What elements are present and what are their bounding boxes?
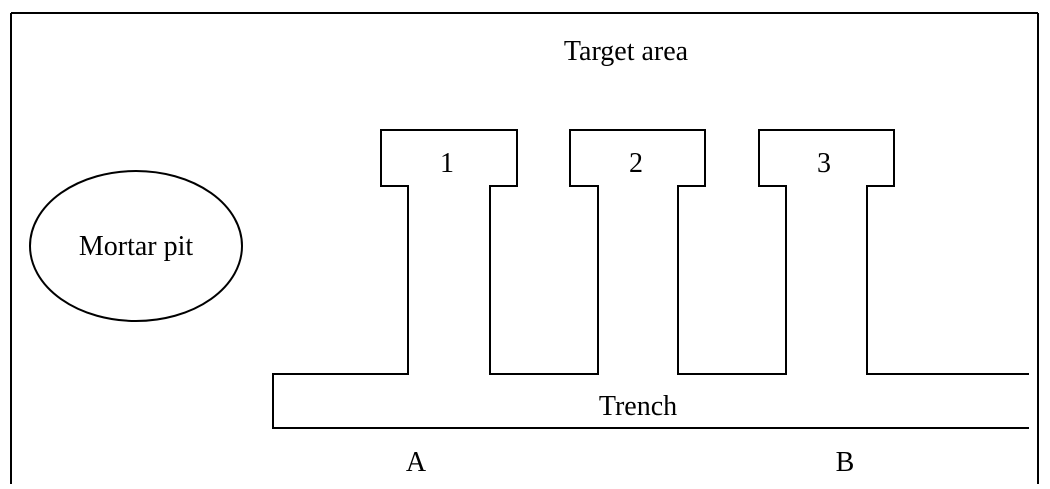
target-area-title: Target area (564, 36, 689, 67)
trench-label: Trench (599, 391, 677, 422)
end-b-label: B (836, 447, 855, 478)
frame-border (10, 12, 1039, 484)
position-2-label: 2 (629, 148, 643, 179)
position-3-label: 3 (817, 148, 831, 179)
position-1-label: 1 (440, 148, 454, 179)
end-a-label: A (406, 447, 427, 478)
mortar-pit-ellipse (29, 170, 243, 322)
trench-outline (272, 129, 1029, 429)
mortar-pit-label: Mortar pit (79, 231, 194, 262)
